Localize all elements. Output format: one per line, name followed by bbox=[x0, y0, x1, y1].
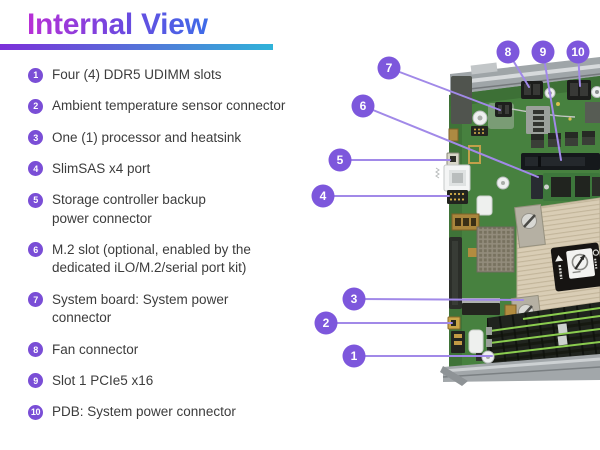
callout-badges: 7 8 9 10 6 5 4 3 2 1 bbox=[311, 40, 590, 368]
svg-text:1: 1 bbox=[351, 349, 358, 363]
pdb-power-connector bbox=[567, 80, 591, 100]
callout-badge-8: 8 bbox=[496, 40, 520, 64]
title-underline-bar bbox=[0, 44, 273, 50]
legend-item-10: 10 PDB: System power connector bbox=[28, 403, 313, 422]
legend-item-2: 2 Ambient temperature sensor connector bbox=[28, 97, 313, 116]
legend-item-text: One (1) processor and heatsink bbox=[52, 129, 242, 145]
legend-number-badge: 5 bbox=[28, 192, 43, 208]
callout-badge-10: 10 bbox=[566, 40, 590, 64]
legend-number-badge: 9 bbox=[28, 373, 43, 389]
motherboard-illustration: 7 8 9 10 6 5 4 3 2 1 bbox=[311, 40, 600, 386]
legend-item-1: 1 Four (4) DDR5 UDIMM slots bbox=[28, 66, 313, 85]
legend-item-8: 8 Fan connector bbox=[28, 341, 313, 360]
legend-number-badge: 10 bbox=[28, 404, 43, 420]
usb-connector bbox=[443, 164, 471, 192]
legend-number-badge: 4 bbox=[28, 161, 43, 177]
svg-text:5: 5 bbox=[337, 153, 344, 167]
svg-text:7: 7 bbox=[386, 61, 393, 75]
callout-badge-9: 9 bbox=[531, 40, 555, 64]
callout-badge-5: 5 bbox=[328, 148, 352, 172]
page-title: Internal View bbox=[27, 8, 208, 41]
server-board-photo bbox=[435, 57, 600, 386]
svg-text:10: 10 bbox=[571, 45, 585, 59]
legend-number-badge: 6 bbox=[28, 242, 43, 258]
callout-lines bbox=[322, 51, 581, 357]
callout-badge-2: 2 bbox=[314, 311, 338, 335]
svg-text:6: 6 bbox=[360, 99, 367, 113]
ambient-temp-sensor-connector bbox=[447, 316, 461, 330]
legend-number-badge: 2 bbox=[28, 98, 43, 114]
legend-item-text: SlimSAS x4 port bbox=[52, 160, 151, 176]
svg-text:2: 2 bbox=[323, 316, 330, 330]
pcie5-x16-slot bbox=[521, 153, 600, 170]
callout-badge-4: 4 bbox=[311, 184, 335, 208]
callout-line-9 bbox=[542, 51, 562, 161]
slimsas-x4-port bbox=[447, 190, 468, 204]
legend-item-9: 9 Slot 1 PCIe5 x16 bbox=[28, 372, 313, 391]
svg-text:3: 3 bbox=[351, 292, 358, 306]
legend-item-4: 4 SlimSAS x4 port bbox=[28, 160, 313, 179]
legend-item-3: 3 One (1) processor and heatsink bbox=[28, 129, 313, 148]
legend-number-badge: 8 bbox=[28, 342, 43, 358]
callout-line-6 bbox=[362, 105, 539, 178]
svg-text:4: 4 bbox=[320, 189, 327, 203]
legend-number-badge: 3 bbox=[28, 130, 43, 146]
legend-number-badge: 7 bbox=[28, 292, 43, 308]
callout-badge-6: 6 bbox=[351, 94, 375, 118]
legend-number-badge: 1 bbox=[28, 67, 43, 83]
legend-list: 1 Four (4) DDR5 UDIMM slots 2 Ambient tempe… bbox=[28, 66, 313, 434]
svg-text:9: 9 bbox=[540, 45, 547, 59]
heatsink-label bbox=[550, 242, 600, 292]
callout-badge-1: 1 bbox=[342, 344, 366, 368]
callout-line-7 bbox=[388, 67, 501, 111]
legend-item-text: Ambient temperature sensor connector bbox=[52, 98, 286, 114]
legend-item-text: Fan connector bbox=[52, 341, 139, 357]
m2-slot bbox=[531, 173, 600, 201]
legend-item-text: PDB: System power connector bbox=[52, 404, 236, 420]
callout-badge-7: 7 bbox=[377, 56, 401, 80]
fan-connector bbox=[521, 81, 543, 99]
ddr5-udimm-slots bbox=[486, 302, 600, 373]
chassis-bottom-rail bbox=[440, 354, 600, 386]
svg-text:8: 8 bbox=[505, 45, 512, 59]
callout-line-3 bbox=[353, 298, 524, 301]
legend-item-text: Slot 1 PCIe5 x16 bbox=[52, 372, 154, 388]
legend-item-text: Four (4) DDR5 UDIMM slots bbox=[52, 67, 222, 82]
callout-badge-3: 3 bbox=[342, 287, 366, 311]
